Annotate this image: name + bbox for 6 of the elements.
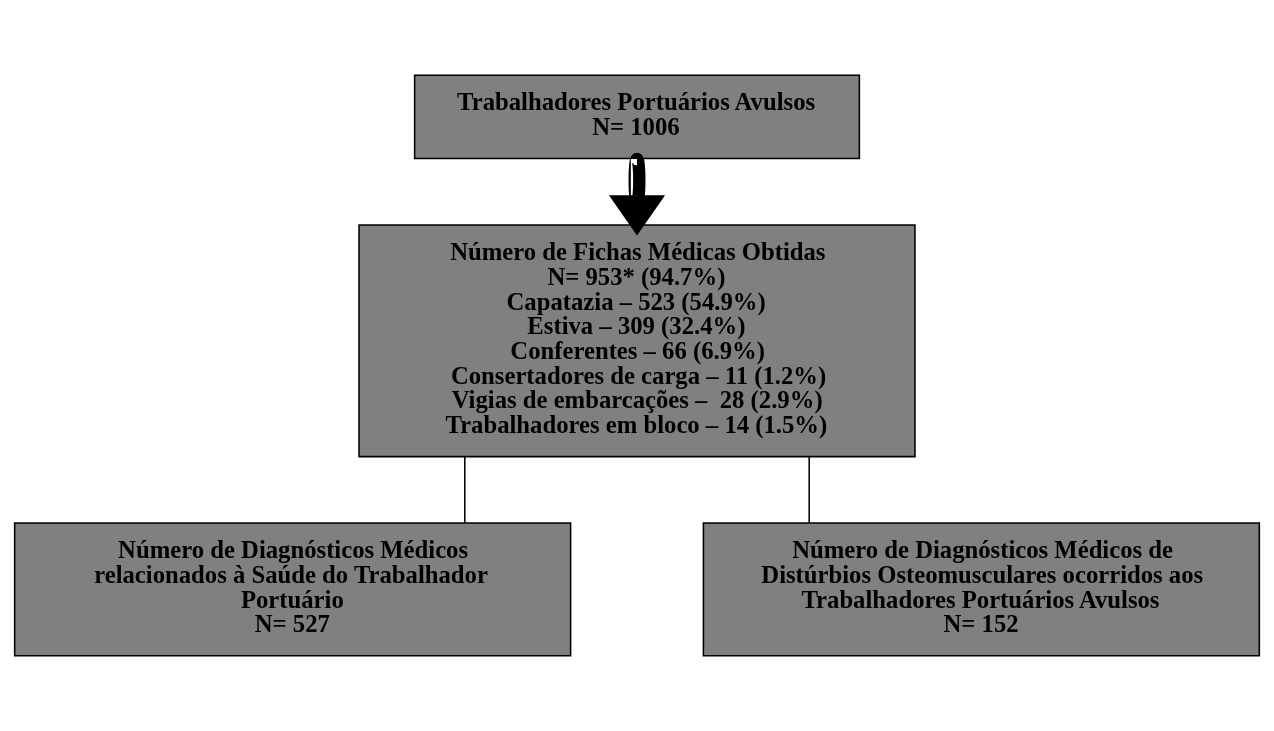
node-box: Trabalhadores Portuários Avulsos N= 1006 (413, 74, 861, 160)
node-box: Número de Diagnósticos Médicos de Distúrbios Osteomusculares ocorridos aos Trabalhadores Portuários Avulsos N= 152 (702, 522, 1261, 657)
connector (808, 456, 810, 524)
connector (464, 456, 466, 524)
node-box: Número de Fichas Médicas Obtidas N= 953* (94.7%) Capatazia – 523 (54.9%) Estiva – 309 (32.4%) Conferentes – 66 (6.9%) Consertadores de carga – 11 (1.2%) Vigias de embarcações – 28 (2.9%) Trabalhadores em bloco – 14 (1.5%) (358, 224, 916, 458)
node-box: Número de Diagnósticos Médicos relacionados à Saúde do Trabalhador Portuário N= 527 (13, 522, 572, 657)
